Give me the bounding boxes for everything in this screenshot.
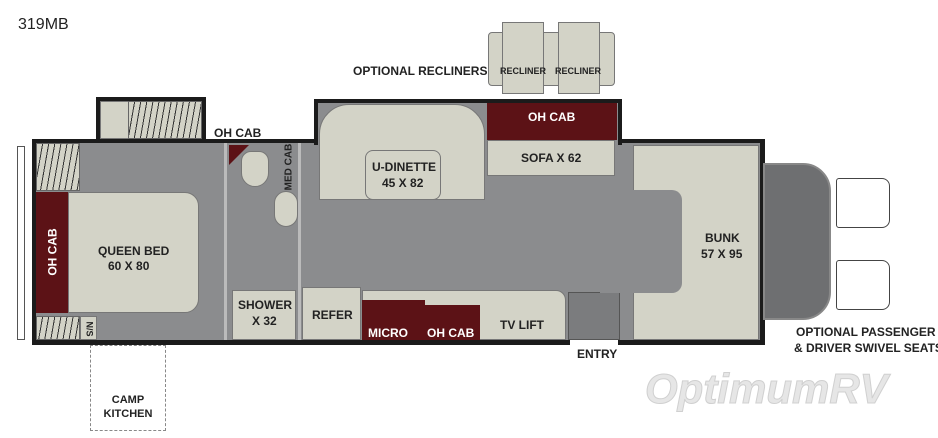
queen-bed-label: QUEEN BED (98, 244, 170, 258)
shower-size: X 32 (252, 314, 277, 328)
tv-lift-label: TV LIFT (500, 318, 544, 332)
bunk-size: 57 X 95 (701, 247, 743, 261)
oh-cab-label: OH CAB (427, 326, 475, 340)
sofa (487, 140, 615, 176)
recliner-label: RECLINER (555, 66, 602, 76)
nightstand (36, 316, 80, 340)
recliner-seat (502, 22, 544, 94)
model-title: 319MB (18, 16, 69, 33)
swivel-seat-passenger (836, 178, 890, 228)
oh-cab-label: OH CAB (214, 126, 262, 140)
oh-cab-slide (487, 103, 617, 140)
oh-cab-galley (425, 305, 480, 340)
med-cab-label: MED CAB (283, 143, 295, 191)
recliner-seat (558, 22, 600, 94)
queen-bed-size: 60 X 80 (108, 259, 150, 273)
recliner-label: RECLINER (500, 66, 547, 76)
refer-label: REFER (312, 308, 353, 322)
optional-recliners-label: OPTIONAL RECLINERS (353, 64, 488, 78)
entry-label: ENTRY (577, 347, 618, 361)
sofa-label: SOFA X 62 (521, 151, 582, 165)
swivel-label: & DRIVER SWIVEL SEATS (794, 341, 938, 355)
sink-icon (274, 191, 298, 227)
u-dinette-label: U-DINETTE (372, 160, 436, 174)
ns-label: N/S (84, 321, 95, 337)
microwave-cabinet (362, 300, 425, 340)
shower-label: SHOWER (238, 298, 292, 312)
bunk-label: BUNK (705, 231, 740, 245)
oh-cab-rear (36, 192, 68, 313)
camp-kitchen-label: CAMP KITCHEN (103, 394, 153, 420)
oh-cab-label: OH CAB (528, 110, 576, 124)
bath-wall (224, 143, 227, 340)
cab-nose (763, 163, 831, 320)
dinette-table (365, 150, 441, 200)
wardrobe-hanger (128, 101, 202, 139)
entry-step (568, 292, 620, 340)
nightstand-ns (80, 316, 97, 340)
queen-bed (68, 192, 199, 313)
entry-door[interactable] (570, 340, 618, 345)
shower (232, 290, 296, 340)
optional-recliners: RECLINER RECLINER (488, 22, 615, 96)
nightstand (36, 143, 80, 191)
watermark-logo: OptimumRV (645, 365, 889, 412)
rear-window (17, 146, 25, 340)
swivel-label: OPTIONAL PASSENGER (796, 325, 936, 339)
toilet-icon (241, 151, 269, 187)
bath-wall (298, 143, 301, 340)
camp-kitchen (90, 345, 166, 431)
floor-aisle (600, 190, 682, 293)
refrigerator (302, 287, 361, 340)
u-dinette-size: 45 X 82 (382, 176, 424, 190)
oh-cab-label: OH CAB (45, 228, 60, 276)
swivel-seat-driver (836, 260, 890, 310)
micro-label: MICRO (368, 326, 408, 340)
